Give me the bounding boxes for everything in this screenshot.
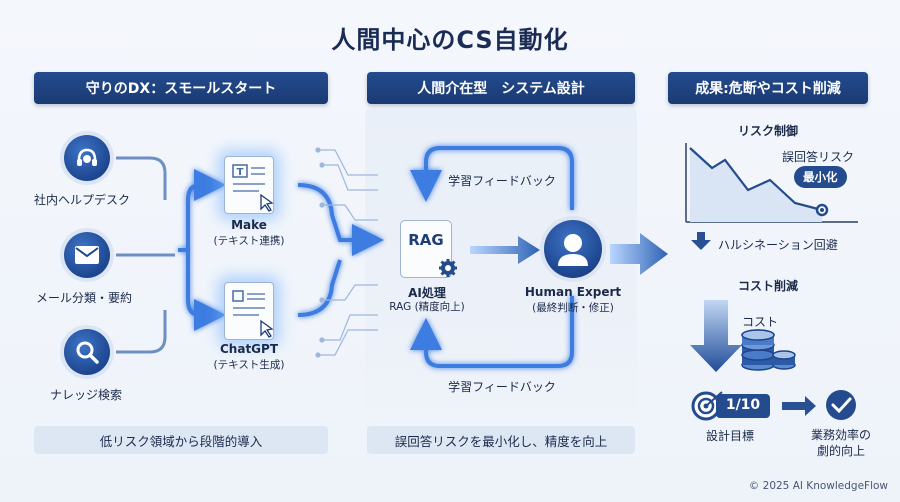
risk-callout-label: 誤回答リスク bbox=[782, 150, 855, 164]
chatgpt-sub-label: (テキスト生成) bbox=[213, 359, 285, 371]
cost-label: コスト bbox=[742, 315, 779, 329]
input-label-knowledge: ナレッジ検索 bbox=[49, 388, 123, 402]
to-results-arrow bbox=[610, 233, 668, 275]
hallucination-label: ハルシネーション回避 bbox=[718, 238, 838, 252]
rag-icon-text: RAG bbox=[408, 231, 444, 249]
target-value-box bbox=[716, 394, 770, 418]
make-label: Make bbox=[231, 218, 267, 232]
banner-left: 守りのDX：スモールスタート bbox=[34, 72, 328, 104]
glow-bracket bbox=[178, 169, 226, 331]
hallucination-down-arrow bbox=[691, 232, 711, 250]
make-sub-label: (テキスト連携) bbox=[213, 235, 285, 247]
ai-to-human-arrow bbox=[470, 236, 540, 264]
chatgpt-label: ChatGPT bbox=[219, 342, 279, 356]
banner-middle: 人間介在型 システム設計 bbox=[367, 72, 635, 104]
coins-icon bbox=[741, 329, 796, 371]
gear-icon bbox=[439, 259, 457, 277]
input-label-helpdesk: 社内ヘルプデスク bbox=[33, 193, 131, 207]
feedback-loops bbox=[410, 146, 574, 368]
mail-icon bbox=[64, 232, 110, 278]
feedback-top-label: 学習フィードバック bbox=[448, 174, 556, 188]
minimize-pill: 最小化 bbox=[794, 166, 847, 188]
human-expert-label: Human Expert bbox=[524, 285, 622, 299]
ai-processing-label: AI処理 bbox=[408, 286, 446, 300]
footer-left: 低リスク領域から段階的導入 bbox=[34, 426, 328, 454]
chatgpt-document-icon bbox=[224, 282, 274, 340]
human-expert-avatar bbox=[544, 220, 602, 278]
efficiency-line-1: 業務効率の bbox=[810, 428, 872, 442]
input-connectors bbox=[116, 156, 175, 354]
feedback-bottom-label: 学習フィードバック bbox=[448, 380, 556, 394]
cost-reduction-title: コスト削減 bbox=[737, 279, 799, 293]
human-expert-sub-label: (最終判断・修正) bbox=[532, 302, 614, 314]
target-to-check-arrow bbox=[782, 396, 816, 416]
rag-document-icon: RAG bbox=[400, 220, 452, 278]
make-document-icon: T bbox=[224, 156, 274, 214]
page-title: 人間中心のCS自動化 bbox=[331, 26, 569, 54]
ai-processing-sub-label: RAG (精度向上) bbox=[389, 301, 465, 313]
footer-middle: 誤回答リスクを最小化し、精度を向上 bbox=[367, 426, 635, 454]
check-circle-icon bbox=[826, 390, 856, 420]
copyright: © 2025 AI KnowledgeFlow bbox=[748, 480, 888, 492]
headset-icon bbox=[64, 135, 110, 181]
cost-down-arrow bbox=[690, 300, 742, 372]
risk-control-title: リスク制御 bbox=[737, 124, 799, 138]
risk-chart bbox=[685, 143, 858, 223]
input-label-mail: メール分類・要約 bbox=[35, 291, 133, 305]
magnifier-icon bbox=[64, 329, 110, 375]
efficiency-line-2: 劇的向上 bbox=[816, 444, 866, 458]
svg-text:T: T bbox=[237, 167, 244, 178]
target-label: 設計目標 bbox=[705, 429, 755, 443]
banner-right: 成果:危断やコスト削減 bbox=[668, 72, 868, 104]
target-value: 1/10 bbox=[725, 397, 761, 413]
converge-arrows bbox=[297, 183, 384, 317]
circuit-lines bbox=[315, 147, 378, 358]
